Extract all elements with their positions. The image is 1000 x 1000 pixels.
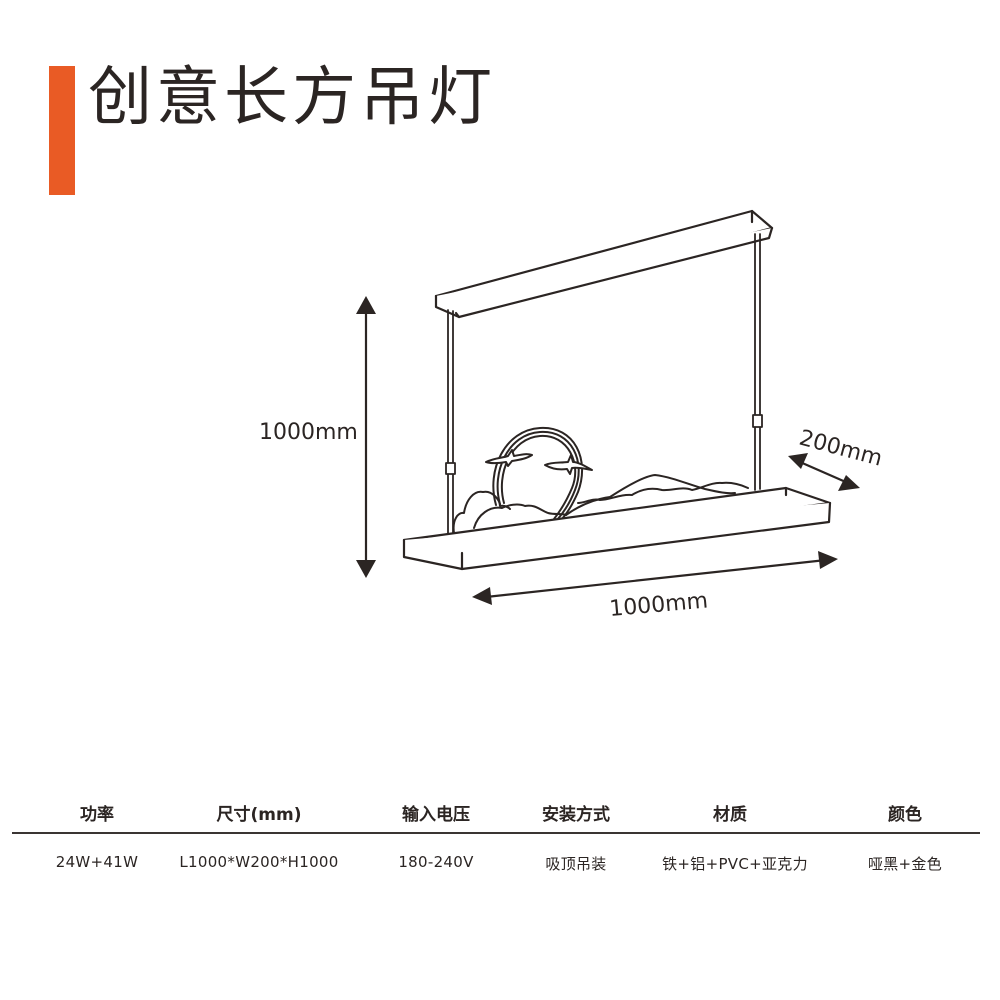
spec-table-divider	[12, 832, 980, 834]
spec-table: 功率 尺寸(mm) 输入电压 安装方式 材质 颜色 24W+41W L1000*…	[12, 790, 980, 874]
value-size: L1000*W200*H1000	[179, 853, 339, 871]
height-dimension-label: 1000mm	[259, 420, 358, 445]
product-diagram: 1000mm 200mm 1000mm	[259, 209, 885, 622]
title-accent-bar	[49, 66, 75, 195]
canopy	[434, 209, 774, 319]
suspension-rods	[445, 233, 763, 535]
value-color: 哑黑+金色	[867, 855, 943, 873]
lamp-body	[402, 486, 832, 571]
page-title: 创意长方吊灯	[88, 61, 496, 135]
header-voltage: 输入电压	[402, 805, 470, 825]
landscape-motif	[452, 426, 749, 534]
header-installation: 安装方式	[542, 805, 610, 825]
value-power: 24W+41W	[55, 853, 139, 871]
header-material: 材质	[713, 805, 747, 825]
width-dimension-label: 200mm	[796, 426, 884, 472]
spec-table-header-row: 功率 尺寸(mm) 输入电压 安装方式 材质 颜色	[12, 790, 980, 830]
header-power: 功率	[80, 805, 114, 825]
value-voltage: 180-240V	[398, 853, 474, 871]
value-installation: 吸顶吊装	[545, 855, 607, 873]
value-material: 铁+铝+PVC+亚克力	[662, 855, 808, 873]
header-size: 尺寸(mm)	[216, 805, 302, 825]
length-dimension-label: 1000mm	[608, 588, 709, 622]
dimension-arrows	[356, 296, 860, 605]
spec-table-value-row: 24W+41W L1000*W200*H1000 180-240V 吸顶吊装 铁…	[12, 834, 980, 874]
header-color: 颜色	[888, 805, 922, 825]
